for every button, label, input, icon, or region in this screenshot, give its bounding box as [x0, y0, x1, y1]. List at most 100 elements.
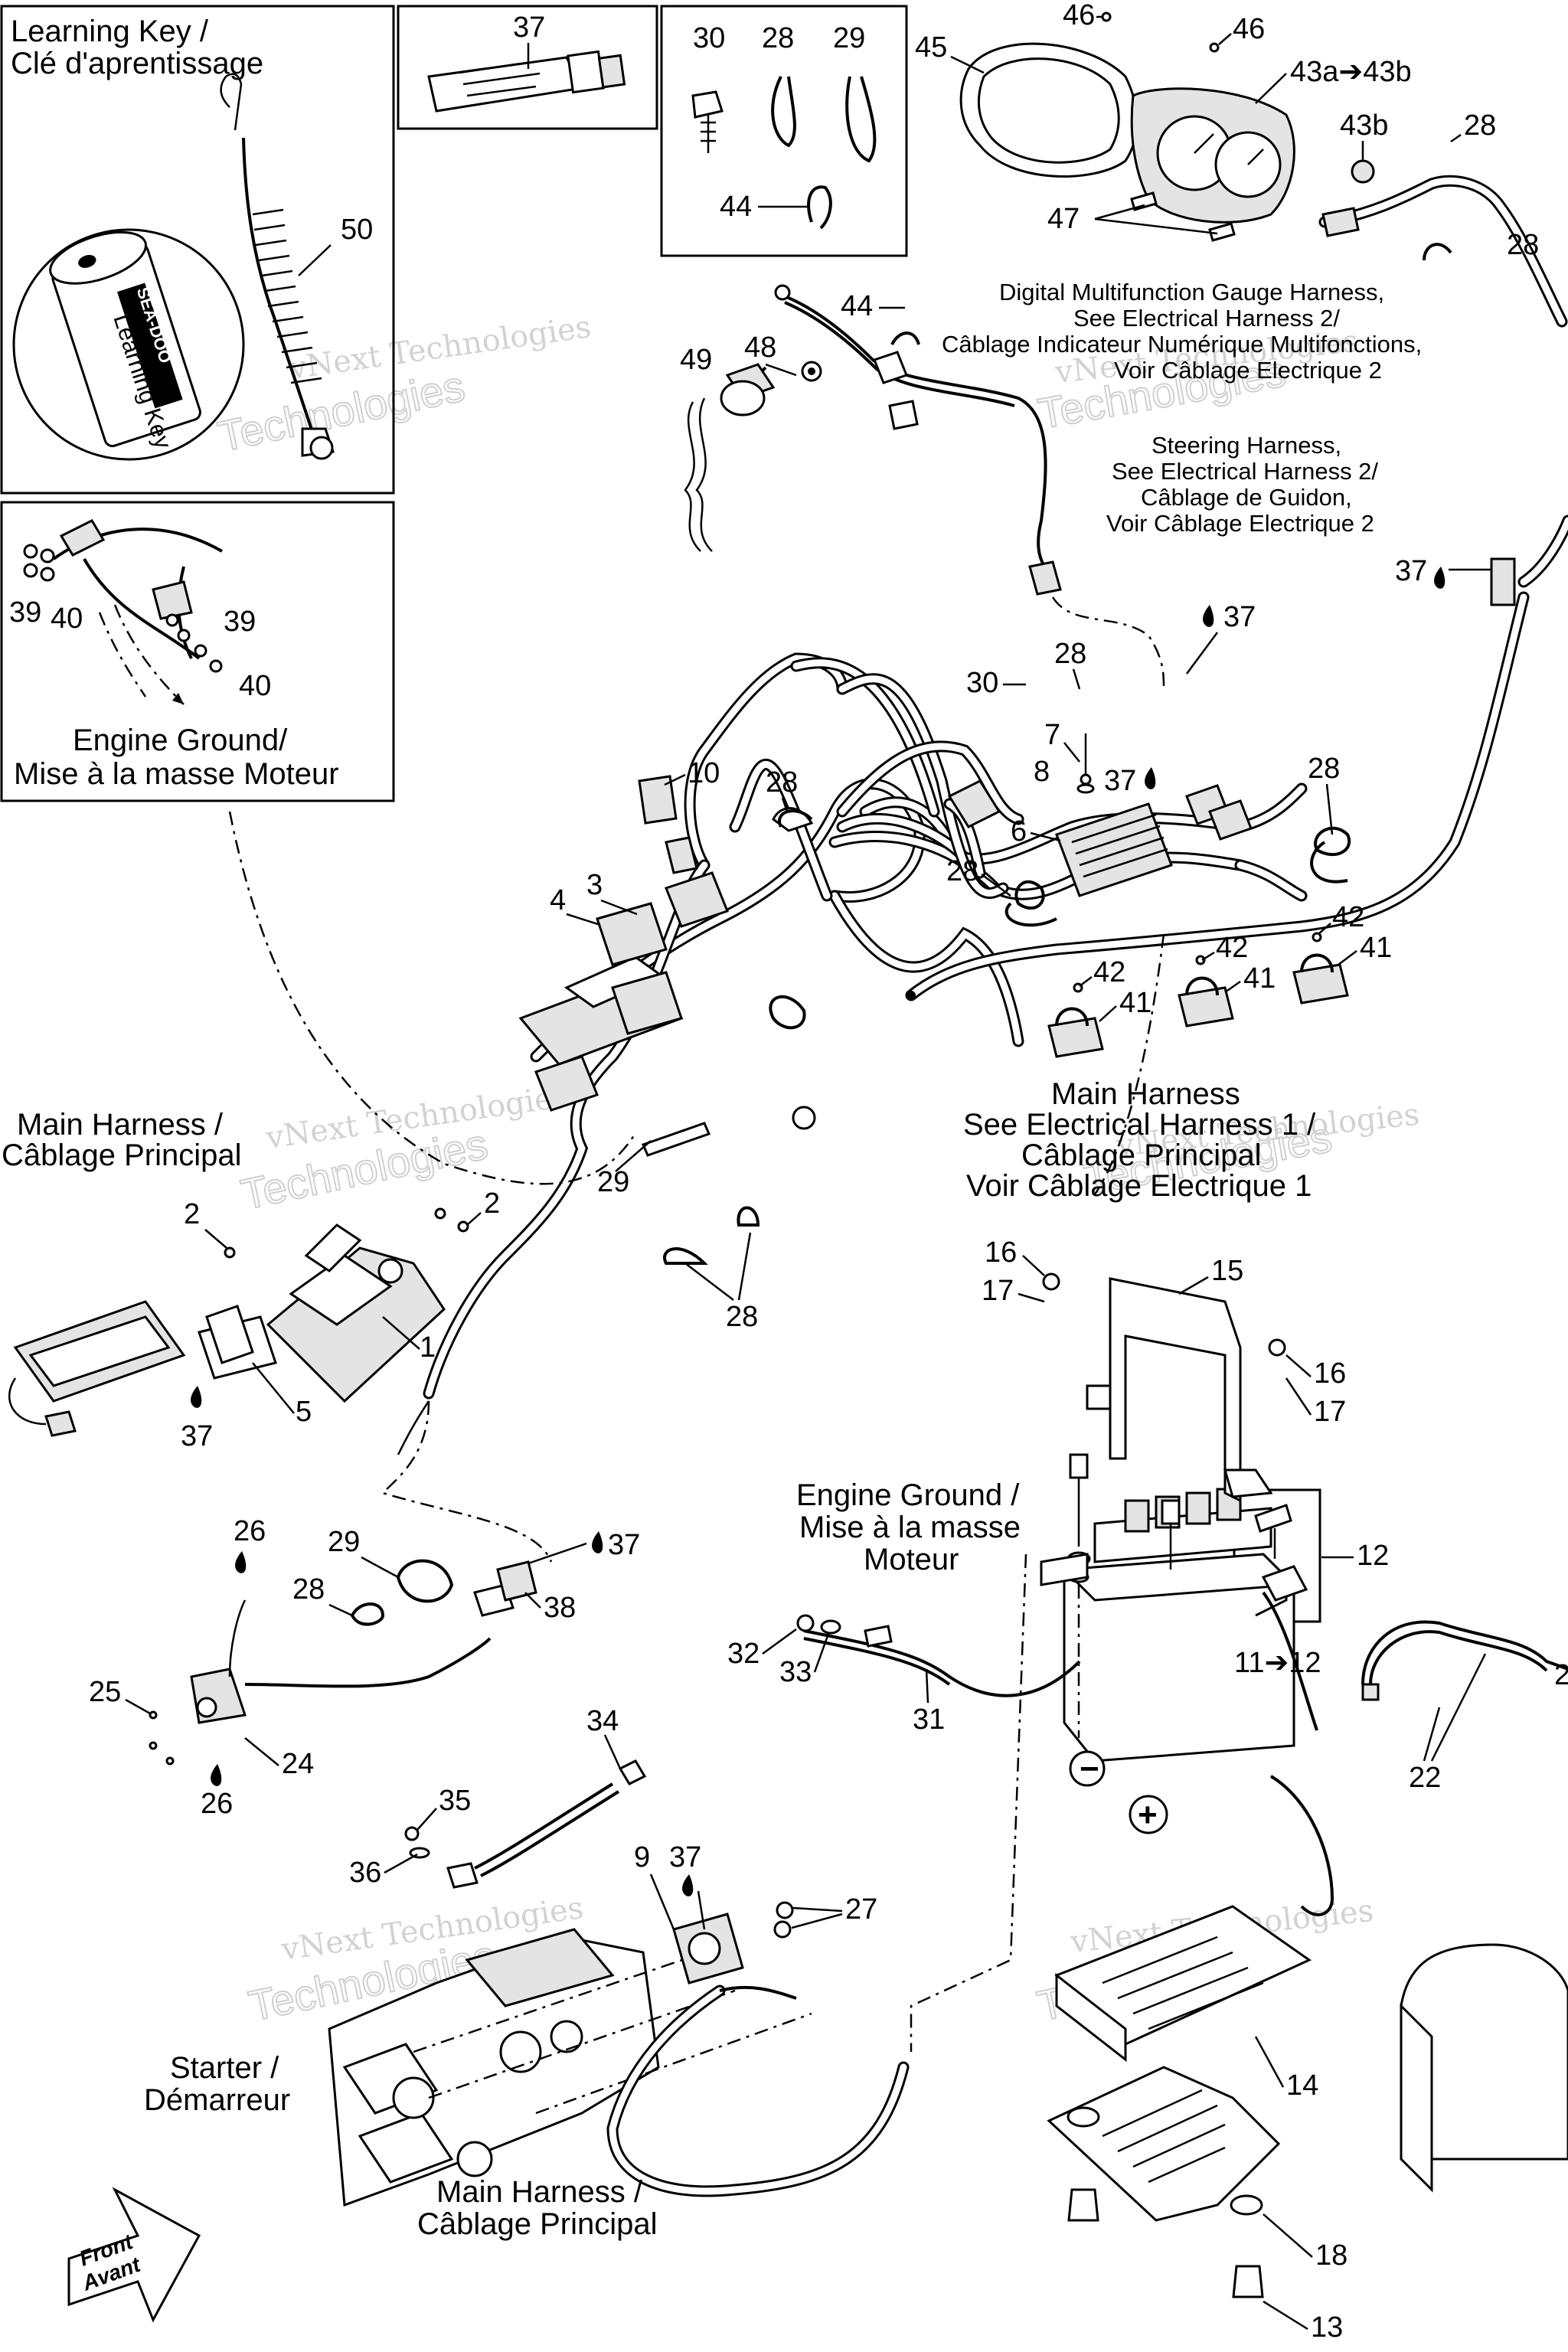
callout-37-left: 37 — [181, 1420, 213, 1452]
starter-assembly — [328, 1928, 812, 2207]
callout-48: 48 — [744, 332, 776, 364]
callout-40-b: 40 — [239, 670, 271, 702]
callout-42-c: 42 — [1332, 901, 1364, 933]
callout-17-a: 17 — [982, 1275, 1014, 1307]
caption-steering-harness: Steering Harness, See Electrical Harness… — [1106, 432, 1378, 537]
battery-positive-icon: + — [1138, 1796, 1158, 1834]
voltage-regulator — [1055, 733, 1253, 897]
callout-43b: 43b — [1340, 109, 1388, 142]
clip-41-a — [1047, 1007, 1104, 1058]
callout-49: 49 — [680, 344, 712, 376]
callout-38: 38 — [544, 1592, 576, 1624]
callout-41-c: 41 — [1360, 932, 1392, 964]
digital-gauge — [1130, 87, 1295, 224]
callout-40-a: 40 — [51, 603, 83, 635]
screw-icon — [691, 90, 724, 119]
callout-26-a: 26 — [234, 1515, 266, 1547]
callout-4: 4 — [550, 884, 566, 916]
callout-30-inset: 30 — [693, 22, 725, 54]
caption-engine-ground: Engine Ground / Mise à la masse Moteur — [796, 1478, 1021, 1576]
clip-icon — [807, 185, 832, 230]
callout-2-right: 2 — [484, 1187, 500, 1220]
callout-37-reg: 37 — [1104, 765, 1136, 797]
callout-28-far: 28 — [1308, 753, 1340, 785]
callout-labels: 50 37 30 28 29 44 45 46 46 43a➔43b 43b 2… — [9, 0, 1568, 2344]
gauge-harness-line3: Câblage Indicateur Numérique Multifoncti… — [942, 331, 1422, 358]
steering-harness-wire — [780, 293, 1058, 583]
gauge-bezel — [959, 42, 1138, 178]
callout-17-b: 17 — [1314, 1396, 1346, 1428]
battery: − + — [1061, 1488, 1297, 1834]
main-harness-right-line1: Main Harness — [1051, 1077, 1240, 1111]
callout-16-b: 16 — [1314, 1357, 1346, 1390]
steering-harness-line4: Voir Câblage Electrique 2 — [1106, 510, 1374, 537]
callout-39-b: 39 — [224, 606, 256, 638]
main-harness-right-line4: Voir Câblage Electrique 1 — [966, 1169, 1312, 1203]
callout-25: 25 — [89, 1676, 121, 1708]
engine-ground-line2: Mise à la masse — [799, 1511, 1021, 1544]
steering-harness-line1: Steering Harness, — [1152, 432, 1341, 459]
callout-24: 24 — [282, 1748, 314, 1780]
starter-line2: Démarreur — [144, 2083, 290, 2117]
callout-26-b: 26 — [201, 1788, 233, 1820]
learning-key-inset: Learning Key / Clé d'aprentissage SEA-DO… — [11, 15, 335, 461]
fasteners-inset-frame — [660, 5, 908, 257]
callout-31: 31 — [913, 1704, 945, 1736]
clip-41-b — [1178, 976, 1234, 1027]
main-harness-bottom-line1: Main Harness / — [436, 2175, 643, 2209]
callout-37-starter: 37 — [669, 1841, 701, 1873]
callout-28-gauge: 28 — [1464, 109, 1496, 142]
lanyard-clip-icon — [220, 73, 243, 131]
main-harness-right-line3: Câblage Principal — [1021, 1138, 1262, 1172]
lanyard-cord — [242, 137, 315, 437]
callout-28-bottom: 28 — [726, 1301, 758, 1333]
cable-tie-icon — [771, 76, 796, 148]
switch-24 — [190, 1668, 247, 1724]
callout-13: 13 — [1311, 2311, 1343, 2344]
ground-cable — [803, 1629, 1081, 1697]
callout-35: 35 — [439, 1785, 471, 1817]
cable-tie-long-icon — [845, 76, 877, 163]
engine-ground-title-line1: Engine Ground/ — [73, 724, 288, 757]
caption-main-harness-right: Main Harness See Electrical Harness 1 / … — [963, 1077, 1316, 1203]
callout-16-a: 16 — [985, 1236, 1017, 1269]
callout-37-right: 37 — [1395, 555, 1427, 587]
engine-ground-inset-frame — [0, 501, 395, 802]
battery-negative-icon: − — [1080, 1750, 1099, 1788]
clip-41-c — [1292, 953, 1349, 1004]
sealant-drop-icon — [191, 1386, 202, 1408]
callout-11-12: 11➔12 — [1234, 1647, 1321, 1679]
callout-30-mid: 30 — [966, 667, 998, 699]
callout-1: 1 — [420, 1331, 436, 1364]
sealant-drop-icon — [592, 1531, 603, 1553]
callout-37-tube: 37 — [513, 11, 545, 44]
callout-6: 6 — [1011, 815, 1027, 848]
battery-tray — [1054, 1905, 1312, 2063]
main-harness-right-line2: See Electrical Harness 1 / — [963, 1108, 1316, 1142]
callout-27: 27 — [845, 1893, 877, 1926]
sealant-inset-frame — [397, 5, 658, 130]
callout-41-b: 41 — [1243, 962, 1276, 995]
caption-main-harness-left: Main Harness / Câblage Principal — [2, 1108, 242, 1172]
callout-10: 10 — [688, 757, 720, 789]
relay-bracket — [266, 1223, 446, 1403]
callout-5: 5 — [296, 1396, 312, 1428]
battery-hardware — [1254, 1504, 1308, 1602]
starter-line1: Starter / — [170, 2051, 279, 2085]
callout-18: 18 — [1315, 2239, 1348, 2272]
callout-32: 32 — [727, 1638, 760, 1670]
callout-15: 15 — [1211, 1255, 1243, 1287]
callout-29-inset: 29 — [833, 22, 865, 54]
fasteners-inset — [691, 76, 877, 230]
callout-12: 12 — [1357, 1540, 1389, 1572]
gauge-harness-line4: Voir Câblage Electrique 2 — [1114, 357, 1382, 384]
learning-key-title-line2: Clé d'aprentissage — [11, 47, 263, 80]
callout-28-right: 28 — [1507, 229, 1539, 261]
starter-solenoid — [672, 1901, 794, 1984]
sealant-drop-icon — [682, 1874, 694, 1896]
callout-7: 7 — [1044, 719, 1060, 751]
callout-45: 45 — [915, 31, 947, 64]
callout-8: 8 — [1034, 756, 1050, 788]
callout-43a-43b: 43a➔43b — [1290, 56, 1412, 88]
